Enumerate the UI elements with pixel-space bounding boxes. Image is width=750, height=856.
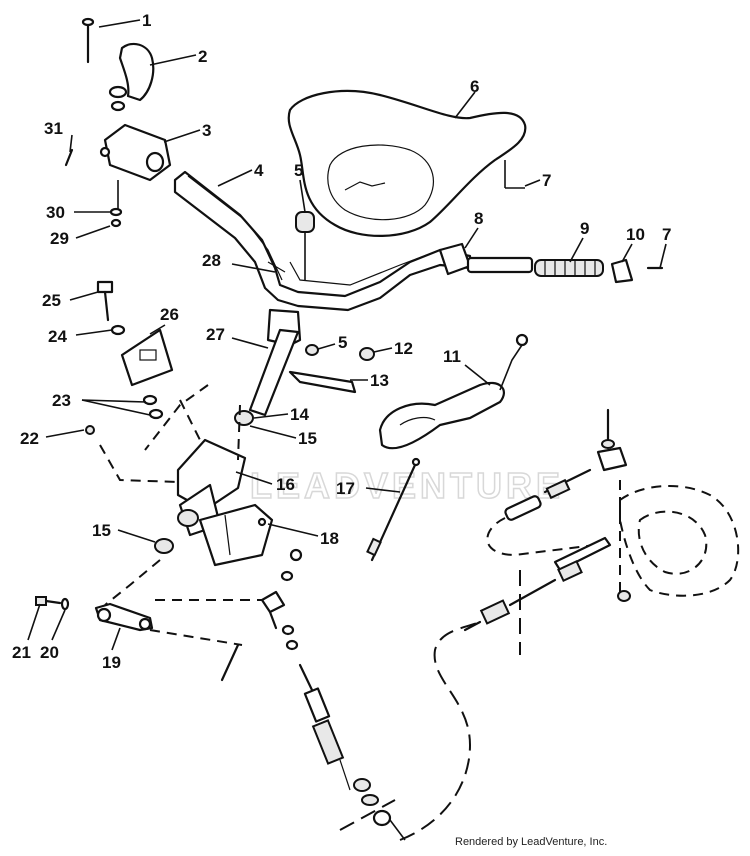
callout-14: 14 bbox=[290, 405, 309, 424]
callout-8: 8 bbox=[474, 209, 483, 228]
rod-17 bbox=[366, 457, 421, 562]
knob-5-upper bbox=[295, 211, 315, 280]
nut-5-lower bbox=[305, 344, 319, 356]
callout-5a: 5 bbox=[294, 161, 303, 180]
plate-26 bbox=[120, 328, 174, 387]
bushing-15 bbox=[154, 538, 174, 554]
callout-28: 28 bbox=[202, 251, 221, 270]
watermark: LEADVENTURE bbox=[250, 465, 564, 506]
bolt-25 bbox=[96, 280, 114, 322]
bolt-1 bbox=[81, 17, 95, 64]
callout-31: 31 bbox=[44, 119, 63, 138]
callout-labels: 1 2 3 4 5 6 7 8 9 10 7 31 30 29 28 5 12 … bbox=[12, 11, 671, 672]
callout-13: 13 bbox=[370, 371, 389, 390]
arm-19 bbox=[94, 602, 154, 632]
nut-22 bbox=[85, 425, 95, 435]
callout-3: 3 bbox=[202, 121, 211, 140]
transmission bbox=[619, 480, 740, 597]
bracket-2 bbox=[108, 42, 155, 112]
callout-7b: 7 bbox=[662, 225, 671, 244]
callout-15b: 15 bbox=[92, 521, 111, 540]
callout-18: 18 bbox=[320, 529, 339, 548]
lower-linkage bbox=[260, 548, 406, 841]
callout-24: 24 bbox=[48, 327, 67, 346]
callout-16: 16 bbox=[276, 475, 295, 494]
callout-11: 11 bbox=[443, 347, 461, 366]
callout-17: 17 bbox=[336, 479, 355, 498]
callout-1: 1 bbox=[142, 11, 151, 30]
callout-22: 22 bbox=[20, 429, 39, 448]
washer-20 bbox=[60, 597, 70, 611]
callout-25: 25 bbox=[42, 291, 61, 310]
callout-9: 9 bbox=[580, 219, 589, 238]
grip-8 bbox=[438, 242, 534, 276]
callout-23: 23 bbox=[52, 391, 71, 410]
callout-21: 21 bbox=[12, 643, 31, 662]
cable-lower bbox=[463, 536, 631, 632]
cable-upper bbox=[486, 408, 628, 557]
column-27 bbox=[234, 308, 302, 426]
callout-10: 10 bbox=[626, 225, 645, 244]
assembly-leaders bbox=[99, 384, 396, 831]
callout-6: 6 bbox=[470, 77, 479, 96]
callout-30: 30 bbox=[46, 203, 65, 222]
grip-9 bbox=[534, 259, 604, 277]
washers-30-29 bbox=[109, 207, 123, 228]
callout-2: 2 bbox=[198, 47, 207, 66]
callout-26: 26 bbox=[160, 305, 179, 324]
callout-15a: 15 bbox=[298, 429, 317, 448]
end-cap-10 bbox=[610, 258, 664, 284]
key-11 bbox=[378, 333, 529, 450]
credit-text: Rendered by LeadVenture, Inc. bbox=[455, 836, 608, 848]
callout-20: 20 bbox=[40, 643, 59, 662]
bracket-13 bbox=[288, 347, 375, 394]
callout-7a: 7 bbox=[542, 171, 551, 190]
callout-19: 19 bbox=[102, 653, 121, 672]
washers-23 bbox=[142, 394, 164, 420]
callout-5b: 5 bbox=[338, 333, 347, 352]
washer-24 bbox=[110, 324, 126, 336]
screw-31 bbox=[64, 148, 74, 167]
switch-housing-3 bbox=[99, 123, 172, 210]
callout-4: 4 bbox=[254, 161, 264, 180]
callout-27: 27 bbox=[206, 325, 225, 344]
bracket-18 bbox=[198, 503, 274, 567]
callout-29: 29 bbox=[50, 229, 69, 248]
cable-routing-dashed bbox=[399, 570, 521, 841]
bolt-lower bbox=[220, 643, 240, 682]
callout-12: 12 bbox=[394, 339, 413, 358]
bolt-21 bbox=[35, 596, 62, 606]
steering-cover bbox=[287, 89, 527, 237]
leader-lines bbox=[27, 19, 667, 651]
